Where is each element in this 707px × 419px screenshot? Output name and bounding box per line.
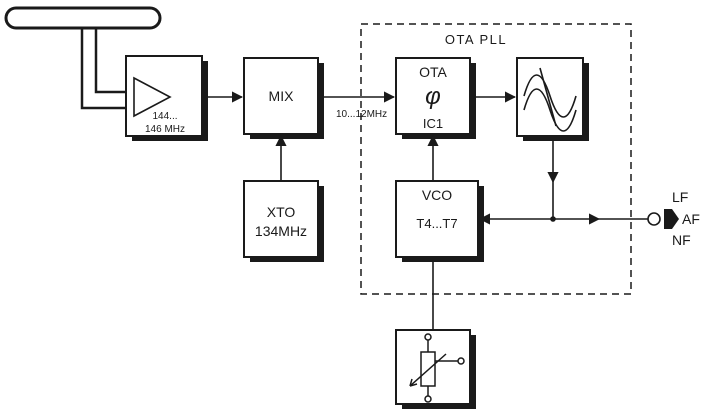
output-terminal: LF AF NF: [647, 189, 700, 248]
phase-symbol: φ: [425, 83, 441, 110]
antenna-icon: [4, 6, 162, 110]
xto-freq-label: 134MHz: [255, 223, 307, 239]
ic1-label: IC1: [423, 116, 443, 131]
mixer-block: MIX: [243, 57, 324, 139]
if-band-label: 10...12MHz: [336, 109, 387, 120]
junction-dot: [550, 216, 556, 222]
lowpass-filter-icon: [523, 67, 577, 132]
connections: [202, 91, 648, 330]
pll-group: OTA PLL: [360, 23, 632, 295]
mixer-label: MIX: [269, 88, 295, 104]
xtal-oscillator-block: XTO 134MHz: [243, 180, 324, 262]
pll-group-label: OTA PLL: [445, 32, 507, 47]
output-connector-arrow-icon: [664, 209, 679, 229]
output-label-af: AF: [682, 211, 700, 227]
amplifier-freq-line2: 146 MHz: [145, 124, 185, 135]
output-terminal-circle: [647, 212, 661, 226]
output-label-nf: NF: [672, 232, 691, 248]
ota-label: OTA: [419, 64, 447, 80]
amplifier-triangle-icon: [133, 76, 172, 118]
potentiometer-block: [395, 329, 476, 409]
output-label-lf: LF: [672, 189, 688, 205]
amplifier-block: 144... 146 MHz: [125, 55, 208, 141]
vco-block: VCO T4...T7: [395, 180, 484, 262]
xto-label: XTO: [267, 204, 296, 220]
ota-block: OTA φ IC1: [395, 57, 476, 139]
vco-transistors-label: T4...T7: [416, 216, 457, 231]
vco-label: VCO: [422, 187, 452, 203]
amplifier-freq-line1: 144...: [152, 111, 177, 122]
variable-resistor-icon: [409, 333, 465, 403]
filter-block: [516, 57, 589, 141]
